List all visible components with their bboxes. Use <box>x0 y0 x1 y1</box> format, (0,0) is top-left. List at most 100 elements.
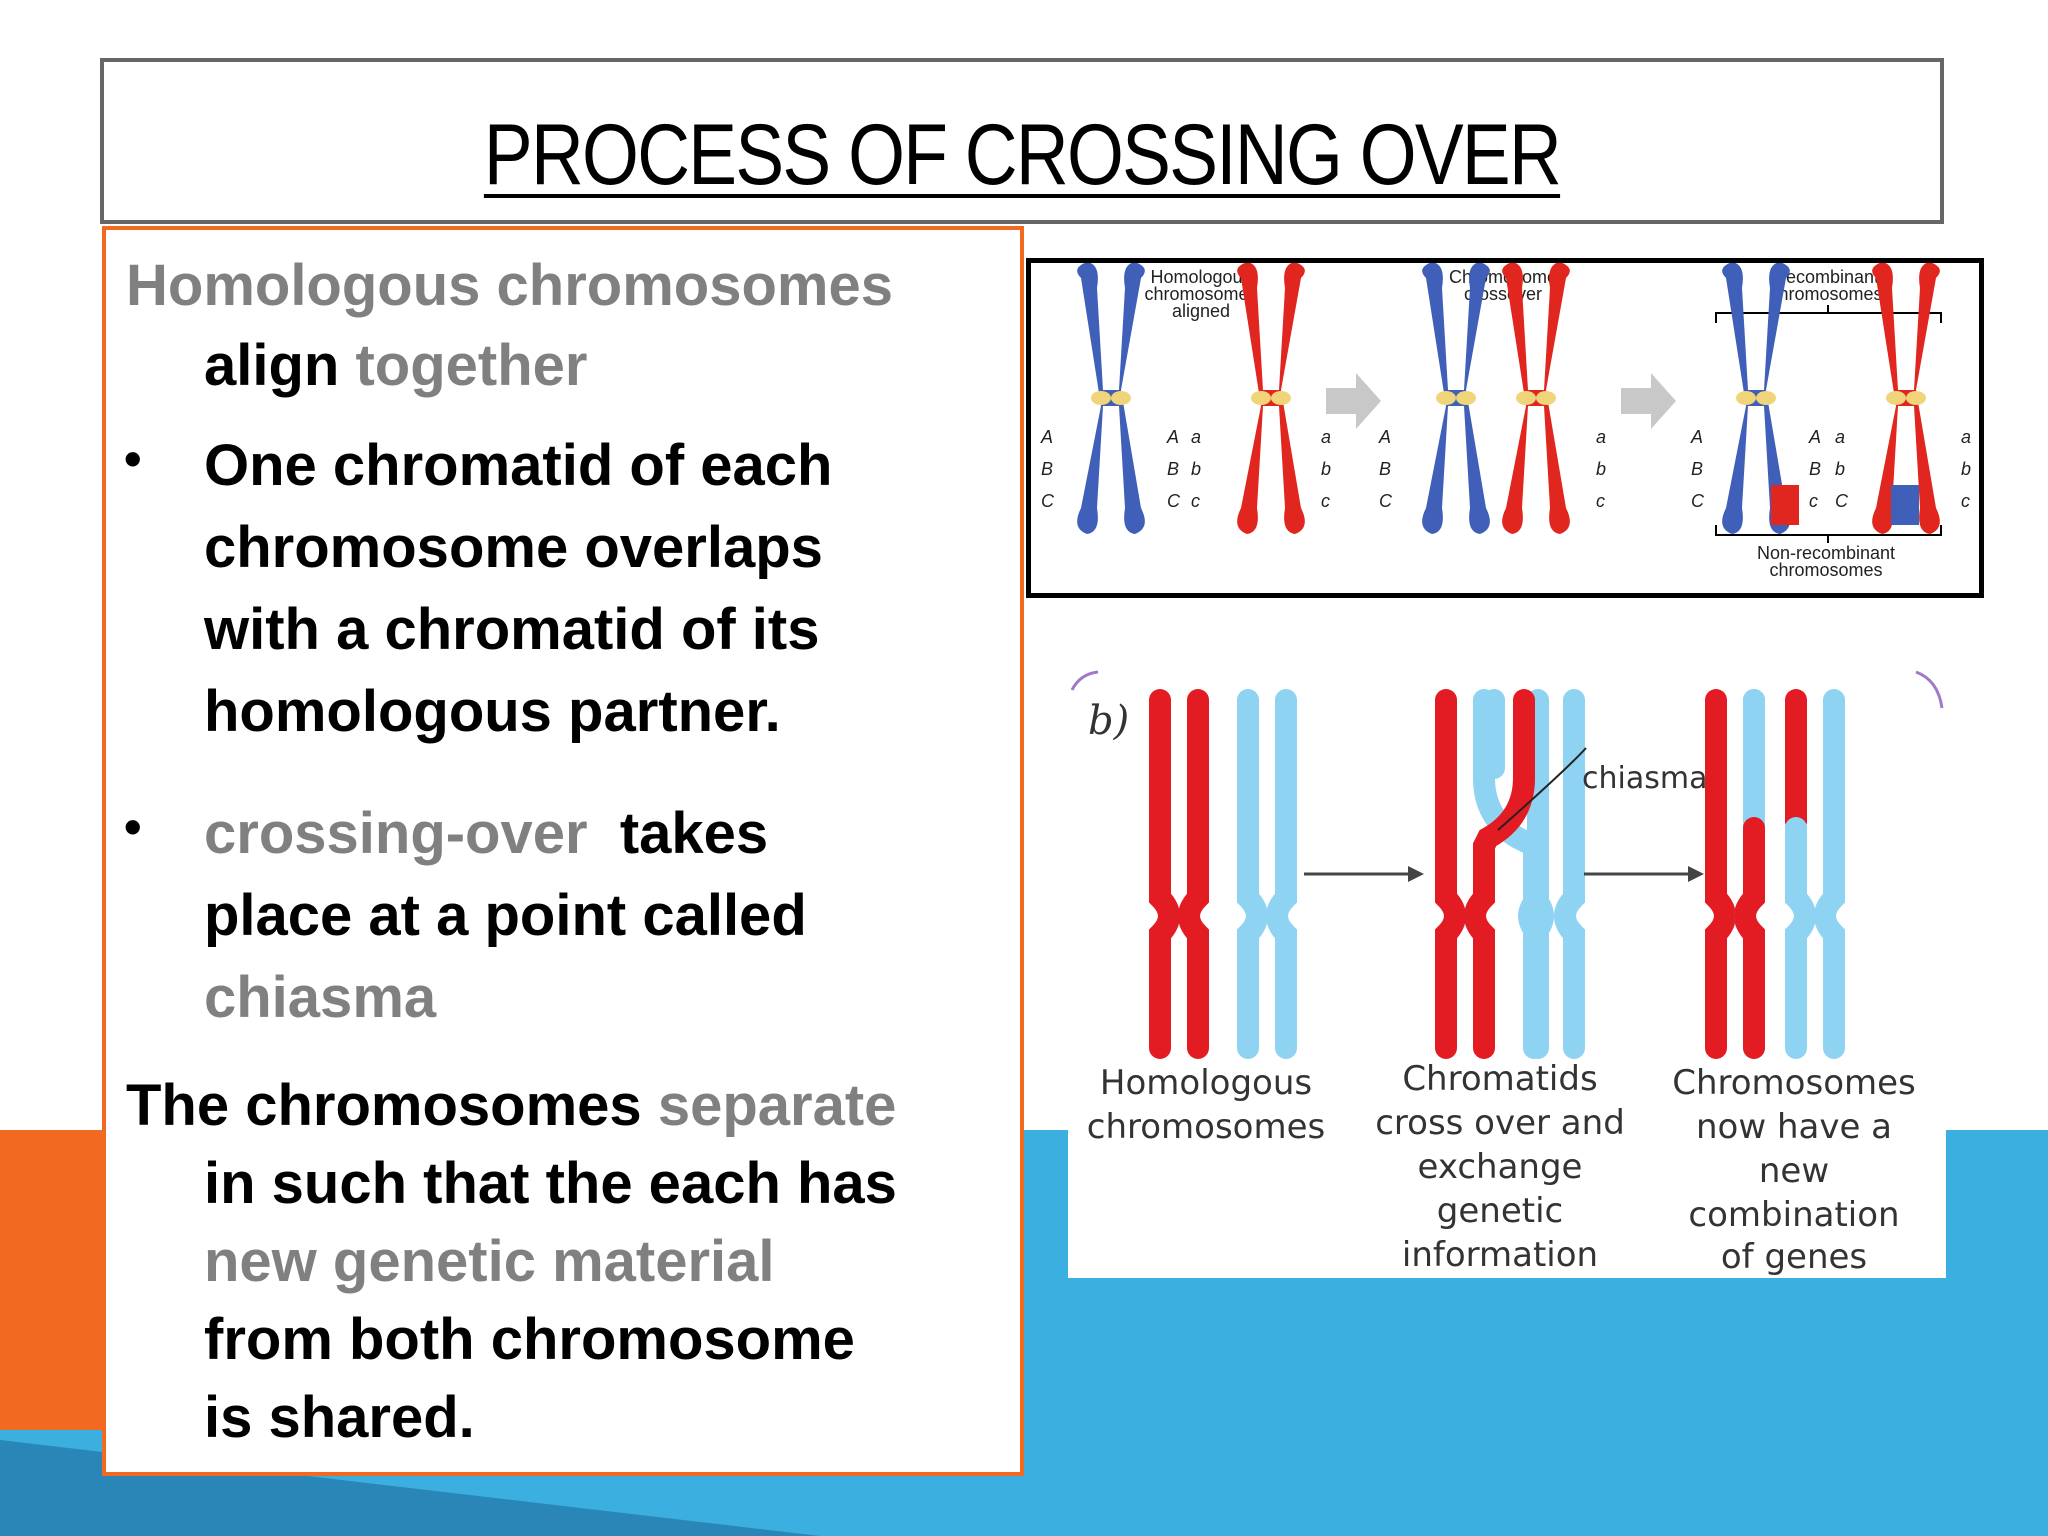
bullet-1-line-3: with a chromatid of its <box>204 597 820 662</box>
text-takes: takes <box>619 801 769 866</box>
bracket-bottom <box>1715 525 1942 543</box>
svg-text:C: C <box>1835 491 1849 511</box>
caption-chromosomes-new: Chromosomes <box>1672 1063 1916 1103</box>
svg-text:A: A <box>1040 427 1053 447</box>
svg-text:b: b <box>1835 459 1845 479</box>
svg-text:A: A <box>1808 427 1821 447</box>
svg-text:A: A <box>1690 427 1703 447</box>
background-orange-band <box>0 1130 110 1430</box>
svg-text:C: C <box>1379 491 1393 511</box>
bullet-1: • <box>124 431 142 487</box>
text-the-chromosomes: The chromosomes <box>126 1073 642 1138</box>
svg-text:A: A <box>1166 427 1179 447</box>
recombinant-segment <box>1891 485 1919 525</box>
caption-information: information <box>1402 1235 1598 1275</box>
text-align: align <box>204 333 340 398</box>
svg-text:B: B <box>1809 459 1821 479</box>
bullet-1-line-4: homologous partner. <box>204 679 781 744</box>
caption-new: new <box>1759 1151 1829 1191</box>
bullet-2-line-3: chiasma <box>204 965 437 1030</box>
panel-label: b) <box>1088 698 1129 744</box>
svg-text:c: c <box>1191 491 1200 511</box>
caption-chromatids: Chromatids <box>1402 1059 1597 1099</box>
homologous-pair <box>1149 689 1297 1059</box>
bullet-2: • <box>124 799 142 855</box>
label-chromosomes: chromosomes <box>1144 284 1257 304</box>
text-box: Homologous chromosomes align together • … <box>102 226 1024 1476</box>
svg-text:B: B <box>1691 459 1703 479</box>
arrow-right-icon <box>1621 373 1676 429</box>
page-title: PROCESS OF CROSSING OVER <box>483 107 1562 203</box>
text-separate: separate <box>657 1073 897 1138</box>
centromere <box>1436 391 1456 405</box>
svg-text:a: a <box>1321 427 1331 447</box>
paragraph-3-line-4: from both chromosome <box>204 1307 855 1372</box>
paragraph-3-line-2: in such that the each has <box>204 1151 897 1216</box>
centromere <box>1756 391 1776 405</box>
chromosome-red-1 <box>1237 262 1305 534</box>
svg-text:a: a <box>1961 427 1971 447</box>
chiasma-pointer <box>1497 747 1587 831</box>
caption-combination: combination <box>1688 1195 1899 1235</box>
svg-text:b: b <box>1596 459 1606 479</box>
centromere <box>1111 391 1131 405</box>
text-crossing-over: crossing-over <box>204 801 588 866</box>
centromere <box>1886 391 1906 405</box>
recombinant-segment <box>1771 485 1799 525</box>
label-recombinant: Recombinant <box>1773 267 1879 287</box>
bullet-1-line-2: chromosome overlaps <box>204 515 823 580</box>
chiasma-diagram: b) chiasma <box>1070 670 1944 1277</box>
label-homologous: Homologous <box>1150 267 1251 287</box>
text-homologous-chromosomes: Homologous chromosomes <box>126 253 893 318</box>
arrow-right-icon <box>1326 373 1381 429</box>
caption-of-genes: of genes <box>1721 1237 1867 1277</box>
label-recombinant-chromosomes: chromosomes <box>1769 284 1882 304</box>
svg-text:c: c <box>1961 491 1970 511</box>
centromere <box>1536 391 1556 405</box>
svg-text:b: b <box>1321 459 1331 479</box>
svg-text:a: a <box>1835 427 1845 447</box>
allele-labels: ABC ABC abc abc ABC abc ABC ABc abC abc <box>1040 427 1971 511</box>
captions: Homologous chromosomes Chromatids cross … <box>1087 1059 1916 1277</box>
paragraph-3-line-3: new genetic material <box>204 1229 775 1294</box>
svg-text:C: C <box>1041 491 1055 511</box>
bullet-2-line-1: crossing-over takes <box>204 794 768 874</box>
svg-text:a: a <box>1596 427 1606 447</box>
centromere <box>1906 391 1926 405</box>
corner-arc <box>1915 670 1944 709</box>
paragraph-1-line-2: align together <box>204 326 587 406</box>
chromatids-crossing <box>1435 689 1585 1059</box>
centromere <box>1251 391 1271 405</box>
crossover-figure-bottom: b) chiasma <box>1068 668 1946 1278</box>
svg-text:B: B <box>1167 459 1179 479</box>
corner-arc <box>1070 670 1099 691</box>
centromere <box>1516 391 1536 405</box>
svg-text:B: B <box>1041 459 1053 479</box>
svg-text:c: c <box>1809 491 1818 511</box>
caption-now-have-a: now have a <box>1696 1107 1892 1147</box>
bullet-1-line-1: One chromatid of each <box>204 433 833 498</box>
caption-cross-over: cross over and <box>1375 1103 1625 1143</box>
crossover-diagram-top: Homologous chromosomes aligned Chromosom… <box>1040 262 1971 580</box>
svg-text:b: b <box>1191 459 1201 479</box>
centromere <box>1736 391 1756 405</box>
centromere <box>1091 391 1111 405</box>
crossover-figure-top: Homologous chromosomes aligned Chromosom… <box>1026 258 1984 598</box>
centromere <box>1456 391 1476 405</box>
label-aligned: aligned <box>1172 301 1230 321</box>
svg-text:a: a <box>1191 427 1201 447</box>
title-box: PROCESS OF CROSSING OVER <box>100 58 1944 224</box>
recombined-chromosomes <box>1705 689 1845 1059</box>
svg-text:C: C <box>1167 491 1181 511</box>
caption-exchange: exchange <box>1418 1147 1583 1187</box>
label-non-recombinant: Non-recombinant <box>1757 543 1895 563</box>
paragraph-1-line-1: Homologous chromosomes <box>126 246 893 326</box>
label-non-recombinant-chromosomes: chromosomes <box>1769 560 1882 580</box>
label-chiasma: chiasma <box>1582 761 1707 796</box>
bracket-top <box>1715 305 1942 323</box>
svg-text:c: c <box>1596 491 1605 511</box>
text-together: together <box>355 333 588 398</box>
caption-homologous: Homologous <box>1100 1063 1312 1103</box>
svg-text:C: C <box>1691 491 1705 511</box>
svg-text:c: c <box>1321 491 1330 511</box>
